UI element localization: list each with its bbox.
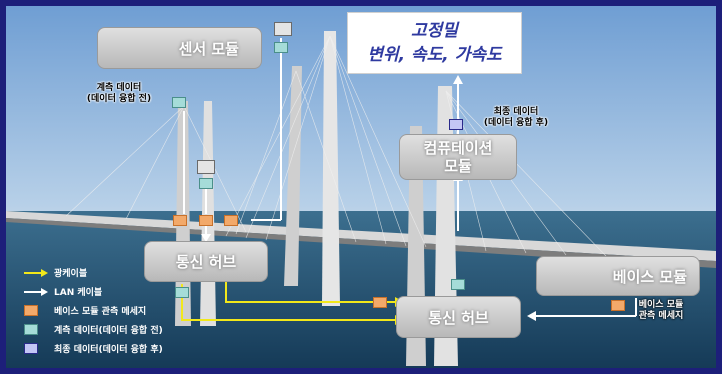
computation-module: 컴퓨테이션 모듈 [399,134,517,180]
stay-cables [65,35,607,257]
sensor-unit-top [274,22,292,36]
measure-data-square [274,42,288,53]
comm-hub-left-label: 통신 허브 [175,253,237,271]
final-label-line-1: 최종 데이터 [493,107,539,117]
legend-base-msg-text: 베이스 모듈 관측 메세지 [54,307,147,317]
measure-data-square [172,97,186,108]
measure-data-square [451,279,465,290]
optical-arrow-icon [24,268,50,277]
sensor-unit-middle [197,160,215,174]
legend-measure-text: 계측 데이터(데이터 융합 전) [54,326,163,336]
base-msg-square [611,300,625,311]
result-box: 고정밀 변위, 속도, 가속도 [347,12,522,74]
result-line-2: 변위, 속도, 가속도 [367,45,502,65]
measure-data-square [199,178,213,189]
legend-measure: 계측 데이터(데이터 융합 전) [24,323,163,336]
base-msg-label: 베이스 모듈 관측 메세지 [621,300,701,322]
legend-optical-text: 광케이블 [54,269,88,279]
legend-lan-text: LAN 케이블 [54,288,103,298]
legend-cyan-square [24,324,38,335]
result-line-1: 고정밀 [411,21,458,41]
sensor-module-label: 센서 모듈 [178,39,239,58]
comm-hub-left: 통신 허브 [144,241,268,282]
sensor-module: 센서 모듈 [97,27,262,69]
measurement-label-line-2: (데이터 융합 전) [86,94,152,104]
lan-arrow-icon [24,287,50,296]
computation-module-label-2: 모듈 [444,157,472,175]
comm-hub-right-label: 통신 허브 [428,308,489,327]
legend-optical: 광케이블 [24,266,87,279]
base-msg-square [373,297,387,308]
base-msg-label-line-2: 관측 메세지 [638,311,684,321]
measurement-label-line-1: 계측 데이터 [96,83,142,93]
legend-purple-square [24,343,38,354]
base-msg-label-line-1: 베이스 모듈 [638,300,684,310]
legend-lan: LAN 케이블 [24,285,102,298]
legend-final: 최종 데이터(데이터 융합 후) [24,342,163,355]
computation-module-label-1: 컴퓨테이션 [423,139,493,157]
final-label-line-2: (데이터 융합 후) [483,118,549,128]
base-msg-square [199,215,213,226]
legend-orange-square [24,305,38,316]
final-data-square [449,119,463,130]
comm-hub-right: 통신 허브 [396,296,521,338]
measurement-data-label: 계측 데이터 (데이터 융합 전) [64,83,174,105]
legend-base-msg: 베이스 모듈 관측 메세지 [24,304,146,317]
measure-data-square [175,287,189,298]
final-data-label: 최종 데이터 (데이터 융합 후) [458,107,574,129]
base-module: 베이스 모듈 [536,256,700,296]
base-module-label: 베이스 모듈 [612,267,687,286]
bridge-scene: 센서 모듈 베이스 모듈 컴퓨테이션 모듈 통신 허브 통신 허브 고정밀 변위… [6,6,716,368]
base-msg-square [224,215,238,226]
legend-final-text: 최종 데이터(데이터 융합 후) [54,345,163,355]
base-msg-square [173,215,187,226]
